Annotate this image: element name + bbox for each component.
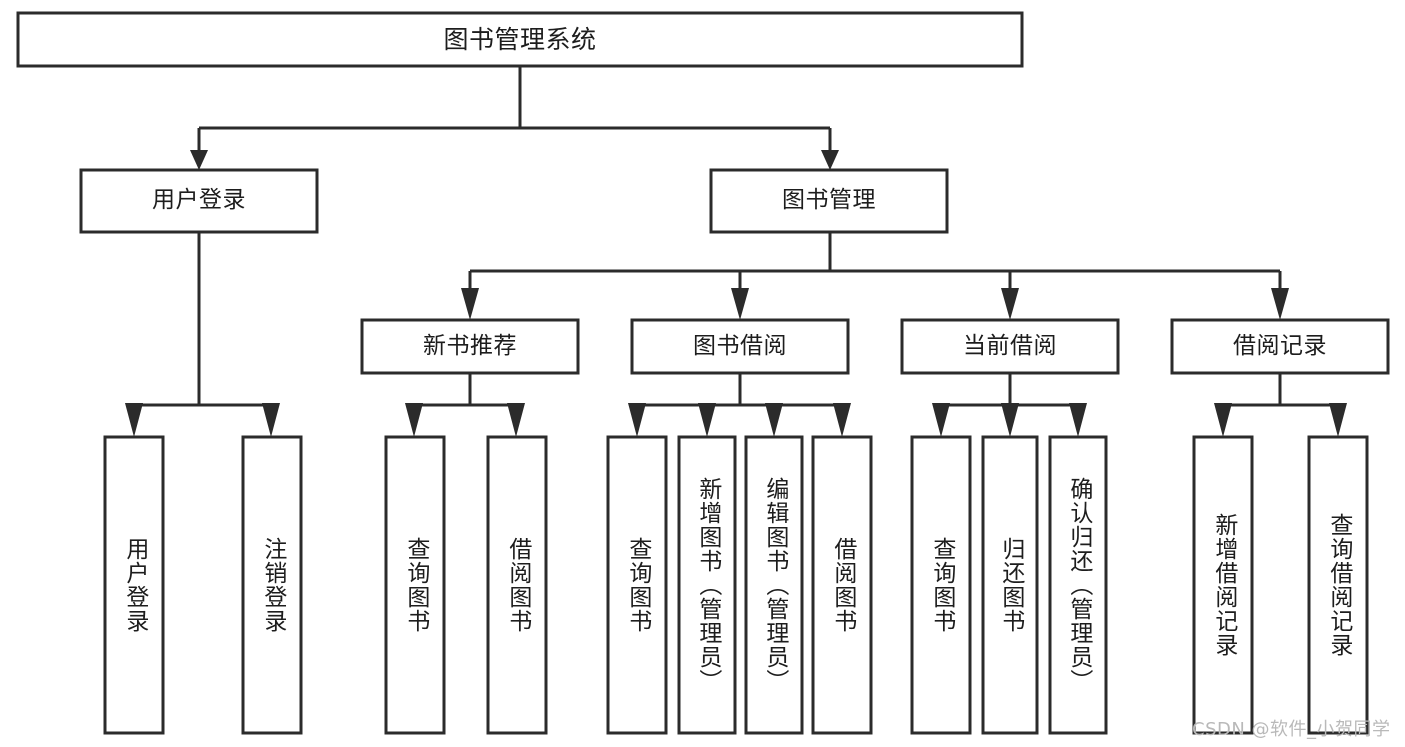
- node-box-leaf-query-book-3[interactable]: [910, 435, 972, 735]
- arrow-head-leaf-borrow-book-1: [507, 403, 525, 437]
- node-box-leaf-query-book-2[interactable]: [606, 435, 668, 735]
- node-box-new-book-recommend[interactable]: [360, 318, 580, 375]
- node-box-leaf-borrow-book-2[interactable]: [811, 435, 873, 735]
- connector-group-borrow-record: [1214, 373, 1347, 437]
- node-box-leaf-confirm-return[interactable]: [1048, 435, 1108, 735]
- node-box-leaf-query-book-1[interactable]: [384, 435, 446, 735]
- connector-group-current-borrow: [932, 373, 1087, 437]
- arrow-head-book-borrow: [731, 288, 749, 320]
- arrow-head-new-book-recommend: [461, 288, 479, 320]
- arrow-head-leaf-borrow-book-2: [833, 403, 851, 437]
- node-box-root[interactable]: [16, 11, 1024, 68]
- node-box-leaf-add-record[interactable]: [1192, 435, 1254, 735]
- arrow-head-leaf-confirm-return: [1069, 403, 1087, 437]
- node-box-current-borrow[interactable]: [900, 318, 1120, 375]
- connector-group-root: [190, 66, 839, 170]
- node-box-leaf-query-record[interactable]: [1307, 435, 1369, 735]
- arrow-head-leaf-query-book-1: [405, 403, 423, 437]
- arrow-head-current-borrow: [1001, 288, 1019, 320]
- arrow-head-leaf-query-book-2: [628, 403, 646, 437]
- arrow-head-leaf-add-book: [698, 403, 716, 437]
- connector-group-user-login: [125, 232, 280, 437]
- arrow-head-leaf-query-record: [1329, 403, 1347, 437]
- arrow-head-book-management: [821, 150, 839, 170]
- arrow-head-leaf-edit-book: [765, 403, 783, 437]
- node-box-user-login[interactable]: [79, 168, 319, 234]
- connector-group-book-management: [461, 232, 1289, 320]
- arrow-head-user-login: [190, 150, 208, 170]
- connector-group-new-book-recommend: [405, 373, 525, 437]
- node-box-leaf-logout-login[interactable]: [241, 435, 303, 735]
- node-box-leaf-borrow-book-1[interactable]: [486, 435, 548, 735]
- node-box-leaf-edit-book[interactable]: [744, 435, 804, 735]
- arrow-head-leaf-return-book: [1001, 403, 1019, 437]
- arrow-head-leaf-logout-login: [262, 403, 280, 437]
- node-box-book-borrow[interactable]: [630, 318, 850, 375]
- node-box-leaf-user-login[interactable]: [103, 435, 165, 735]
- node-box-book-management[interactable]: [709, 168, 949, 234]
- arrow-head-borrow-record: [1271, 288, 1289, 320]
- node-box-leaf-return-book[interactable]: [981, 435, 1039, 735]
- arrow-head-leaf-query-book-3: [932, 403, 950, 437]
- connector-group-book-borrow: [628, 373, 851, 437]
- arrow-head-leaf-user-login: [125, 403, 143, 437]
- arrow-head-leaf-add-record: [1214, 403, 1232, 437]
- node-box-leaf-add-book[interactable]: [677, 435, 737, 735]
- node-box-borrow-record[interactable]: [1170, 318, 1390, 375]
